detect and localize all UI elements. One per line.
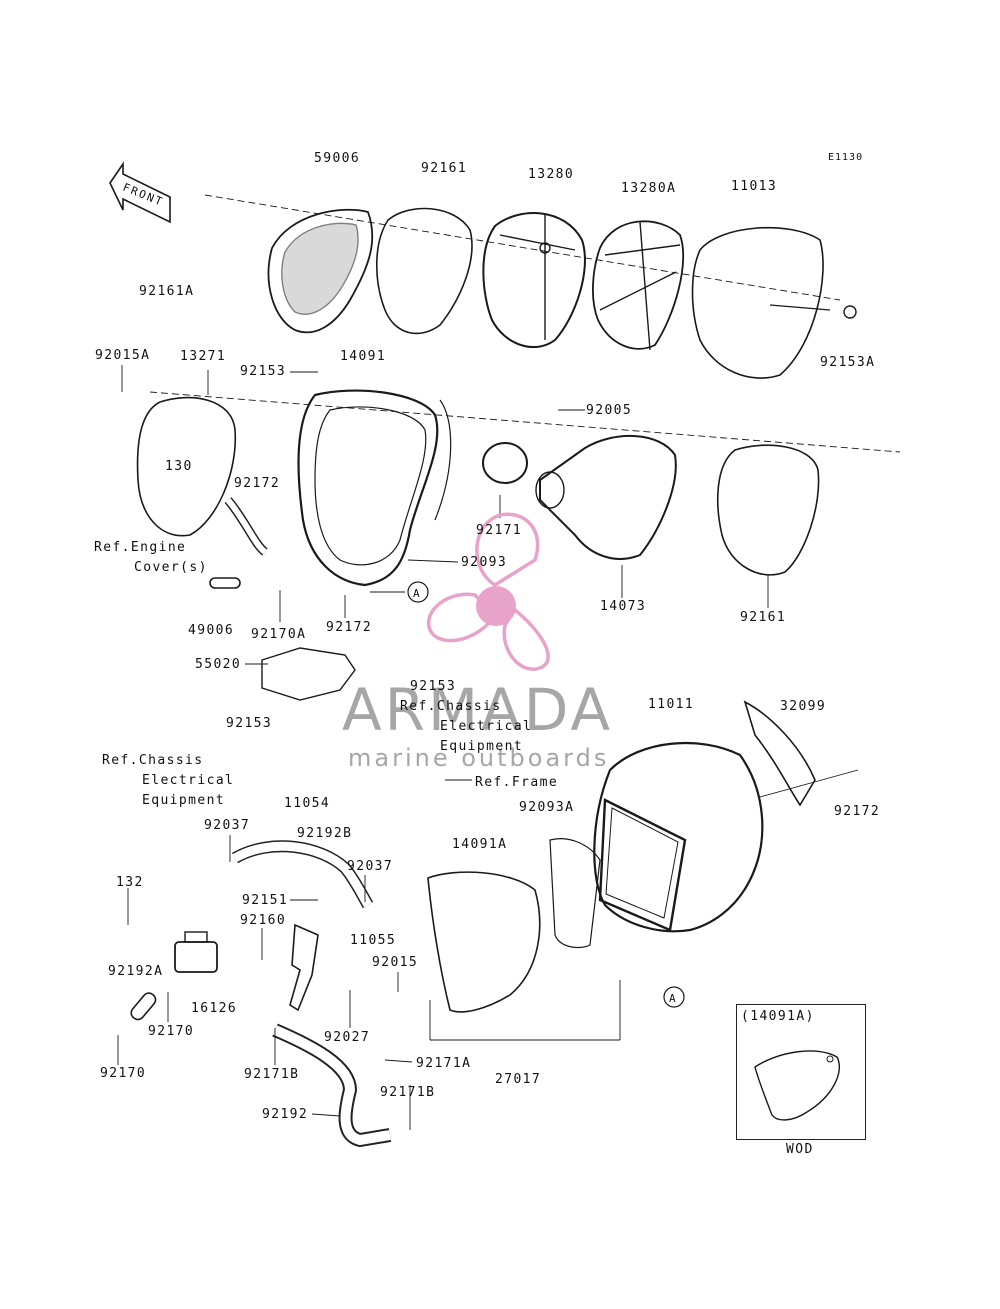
label-92170-a: 92170: [148, 1024, 195, 1039]
label-92170-b: 92170: [100, 1066, 147, 1081]
label-92172-c: 92172: [834, 804, 881, 819]
label-ref-frame: Ref.Frame: [475, 775, 559, 790]
label-32099: 32099: [780, 699, 827, 714]
inset-caption: WOD: [786, 1142, 814, 1157]
label-92170A: 92170A: [251, 627, 307, 642]
label-11013: 11013: [731, 179, 778, 194]
air-duct-14073: [535, 434, 677, 560]
label-ref-chassis-a1: Ref.Chassis: [400, 699, 502, 714]
label-92015A: 92015A: [95, 348, 151, 363]
watermark-tagline: marine outboards: [348, 744, 610, 772]
label-92160: 92160: [240, 913, 287, 928]
label-92192A: 92192A: [108, 964, 164, 979]
label-59006: 59006: [314, 151, 361, 166]
label-14091: 14091: [340, 349, 387, 364]
label-92093A: 92093A: [519, 800, 575, 815]
inset-box: (14091A): [736, 1004, 866, 1140]
label-92161-lower: 92161: [740, 610, 787, 625]
label-92161A: 92161A: [139, 284, 195, 299]
label-ref-chassis-b1: Ref.Chassis: [102, 753, 204, 768]
label-92015: 92015: [372, 955, 419, 970]
air-screen-59006: [267, 208, 374, 334]
label-11055: 11055: [350, 933, 397, 948]
label-130: 130: [165, 459, 193, 474]
label-14073: 14073: [600, 599, 647, 614]
leader-lines: [149, 194, 901, 453]
label-92161-top: 92161: [421, 161, 468, 176]
hose-92192: [272, 1023, 392, 1148]
gasket-92161-top: [375, 207, 473, 335]
label-92192B: 92192B: [297, 826, 353, 841]
label-92153A: 92153A: [820, 355, 876, 370]
diagram-code: E1130: [828, 152, 864, 163]
label-92171: 92171: [476, 523, 523, 538]
part-49006: [209, 577, 241, 589]
label-27017: 27017: [495, 1072, 542, 1087]
watermark-brand: ARMADA: [342, 676, 614, 744]
part-92192A: [130, 992, 157, 1021]
svg-text:A: A: [413, 587, 420, 600]
element-frame-13280: [482, 212, 586, 349]
label-92093: 92093: [461, 555, 508, 570]
bracket-11055: [289, 923, 319, 1012]
label-ref-chassis-a3: Equipment: [440, 739, 524, 754]
breather-hose-top-inner: [225, 498, 267, 555]
gasket-13271: [136, 396, 237, 537]
label-92172-b: 92172: [326, 620, 373, 635]
label-13280A: 13280A: [621, 181, 677, 196]
cover-14091: [297, 389, 452, 587]
label-ref-engine-1: Ref.Engine: [94, 540, 187, 555]
watermark-propeller-icon: [426, 512, 550, 671]
label-92172-a: 92172: [234, 476, 281, 491]
label-14091A: 14091A: [452, 837, 508, 852]
label-92027: 92027: [324, 1030, 371, 1045]
valve-16126: [174, 931, 218, 973]
label-92153-c: 92153: [226, 716, 273, 731]
label-leaders: [117, 365, 859, 1130]
label-ref-chassis-a2: Electrical: [440, 719, 533, 734]
hose-92192B-inner: [232, 841, 372, 908]
label-92171B-a: 92171B: [244, 1067, 300, 1082]
label-92037-b: 92037: [347, 859, 394, 874]
label-ref-chassis-b3: Equipment: [142, 793, 226, 808]
label-ref-chassis-b2: Electrical: [142, 773, 235, 788]
label-55020: 55020: [195, 657, 242, 672]
seal-92093A: [549, 838, 601, 949]
air-box-11011: [593, 741, 764, 933]
cover-14091A: [427, 871, 541, 1013]
hose-92192-inner: [273, 1025, 391, 1146]
front-arrow: FRONT: [109, 161, 171, 224]
label-92153-b: 92153: [410, 679, 457, 694]
label-49006: 49006: [188, 623, 235, 638]
callout-a-1: A: [407, 581, 429, 603]
label-13271: 13271: [180, 349, 227, 364]
pad-55020: [261, 647, 356, 701]
label-92171A: 92171A: [416, 1056, 472, 1071]
label-132: 132: [116, 875, 144, 890]
element-frame-13280A: [592, 220, 684, 351]
inset-title: (14091A): [741, 1009, 815, 1024]
air-filter-element-11013: [691, 226, 857, 379]
svg-text:A: A: [669, 992, 676, 1005]
inset-cover-drawing: [754, 1050, 841, 1121]
label-11054: 11054: [284, 796, 331, 811]
label-ref-engine-2: Cover(s): [134, 560, 208, 575]
label-92037-a: 92037: [204, 818, 251, 833]
label-92153-a: 92153: [240, 364, 287, 379]
bracket-32099: [743, 700, 816, 807]
label-92171B-b: 92171B: [380, 1085, 436, 1100]
gasket-92161-lower: [716, 444, 820, 576]
label-16126: 16126: [191, 1001, 238, 1016]
callout-a-2: A: [663, 986, 685, 1008]
label-11011: 11011: [648, 697, 695, 712]
label-92005: 92005: [586, 403, 633, 418]
label-92192: 92192: [262, 1107, 309, 1122]
label-92151: 92151: [242, 893, 289, 908]
clamp-92171: [482, 442, 528, 484]
label-13280: 13280: [528, 167, 575, 182]
